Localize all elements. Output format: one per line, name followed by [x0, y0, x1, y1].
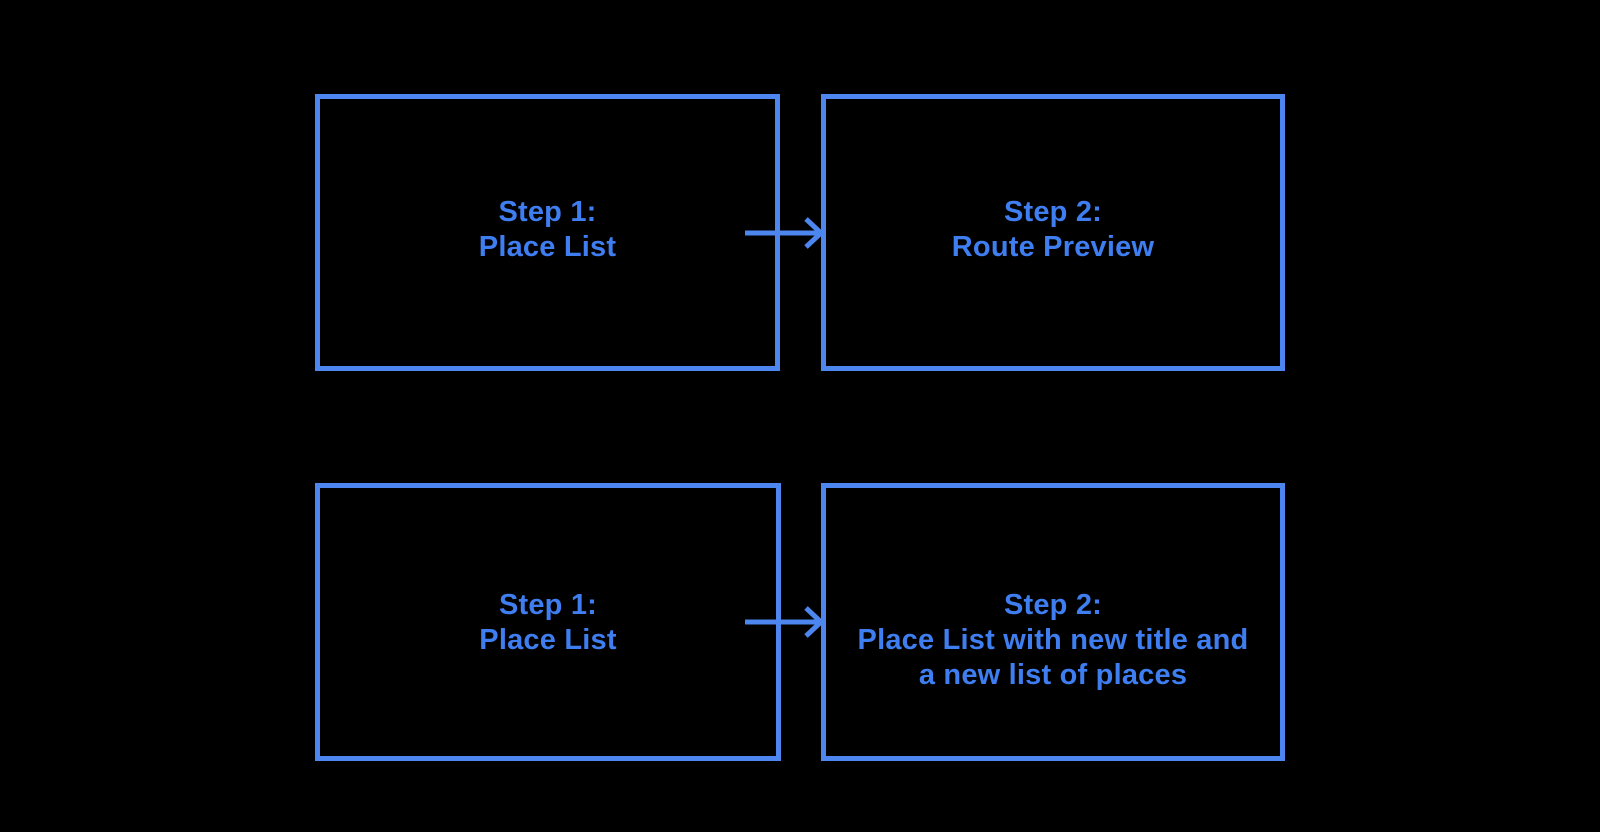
box-label-line: Place List — [479, 624, 617, 656]
box-label-line: Step 2: — [1003, 589, 1103, 621]
box-label-line: Route Preview — [951, 231, 1155, 263]
box-label: Step 2:Route Preview — [826, 195, 1280, 265]
box-label: Step 1:Place List — [320, 588, 776, 658]
box-label-line: Step 1: — [498, 196, 597, 228]
flow-arrow-top — [745, 217, 825, 249]
box-label-line: Place List — [478, 231, 617, 263]
box-label-line: Step 2: — [1003, 196, 1103, 228]
box-label-line: Step 1: — [498, 589, 598, 621]
step-box-top-left: Step 1:Place List — [315, 94, 780, 371]
step-box-bottom-left: Step 1:Place List — [315, 483, 781, 761]
box-label-line: Place List with new title and — [857, 624, 1249, 656]
step-box-top-right: Step 2:Route Preview — [821, 94, 1285, 371]
flow-arrow-bottom — [745, 606, 825, 638]
box-label-line: a new list of places — [918, 659, 1188, 691]
box-label: Step 1:Place List — [320, 195, 775, 265]
